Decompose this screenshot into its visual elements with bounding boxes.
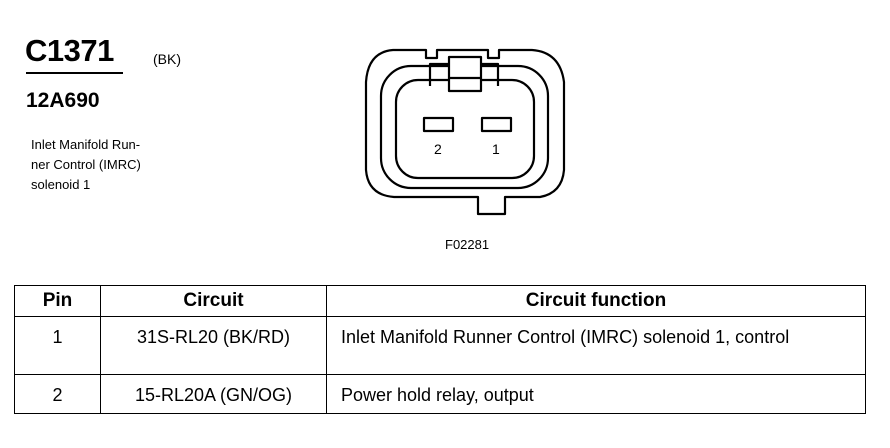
- cell-circuit-function: Power hold relay, output: [326, 374, 866, 414]
- header-circuit-function: Circuit function: [326, 285, 866, 317]
- pin-1-slot: [480, 116, 513, 133]
- cell-circuit: 15-RL20A (GN/OG): [100, 374, 327, 414]
- pin-2-slot: [422, 116, 455, 133]
- cell-circuit: 31S-RL20 (BK/RD): [100, 316, 327, 375]
- table-row: 1 31S-RL20 (BK/RD) Inlet Manifold Runner…: [14, 316, 866, 375]
- connector-description-line: Inlet Manifold Run-: [31, 137, 141, 152]
- table-header-row: Pin Circuit Circuit function: [14, 285, 866, 317]
- connector-latch-block: [447, 55, 483, 93]
- connector-description-line: solenoid 1: [31, 177, 91, 192]
- figure-code: F02281: [445, 237, 490, 252]
- header-pin: Pin: [14, 285, 101, 317]
- connector-description-line: ner Control (IMRC): [31, 157, 141, 172]
- cell-pin: 1: [14, 316, 101, 375]
- connector-id-underline: [26, 72, 123, 74]
- pin-2-label: 2: [434, 141, 442, 157]
- connector-outer-housing: [364, 48, 566, 216]
- header-circuit: Circuit: [100, 285, 327, 317]
- pin-table: Pin Circuit Circuit function 1 31S-RL20 …: [14, 285, 866, 414]
- connector-cavity: [394, 78, 536, 180]
- pin-1-label: 1: [492, 141, 500, 157]
- table-row: 2 15-RL20A (GN/OG) Power hold relay, out…: [14, 374, 866, 414]
- connector-color-code: (BK): [153, 51, 181, 67]
- cell-circuit-function: Inlet Manifold Runner Control (IMRC) sol…: [326, 316, 866, 375]
- cell-pin: 2: [14, 374, 101, 414]
- part-number: 12A690: [26, 89, 100, 112]
- connector-id: C1371: [25, 33, 114, 68]
